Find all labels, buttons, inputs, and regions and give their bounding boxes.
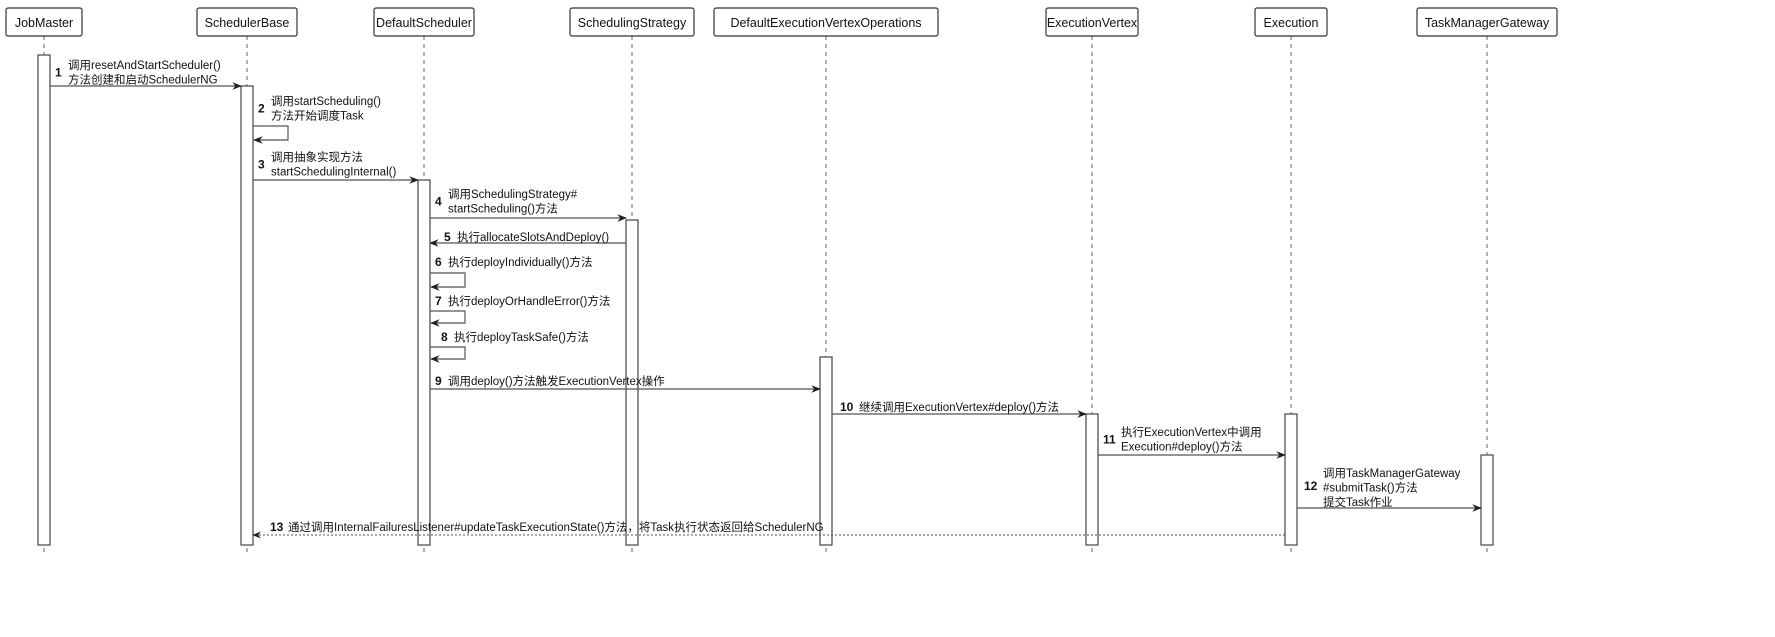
message-number: 10: [840, 400, 854, 414]
message-12: 12 调用TaskManagerGateway#submitTask()方法提交T…: [1297, 467, 1482, 512]
message-5: 5 执行allocateSlotsAndDeploy(): [429, 230, 626, 247]
message-10: 10 继续调用ExecutionVertex#deploy()方法: [832, 400, 1087, 418]
message-label: startScheduling()方法: [448, 202, 558, 216]
message-label: 继续调用ExecutionVertex#deploy()方法: [859, 400, 1059, 414]
message-label: 调用TaskManagerGateway: [1323, 467, 1461, 480]
activation-bar: [1480, 454, 1494, 546]
message-number: 1: [55, 66, 62, 80]
participant-schedulingstrategy: SchedulingStrategy: [569, 7, 695, 37]
message-number: 9: [435, 374, 442, 388]
message-number: 5: [444, 230, 451, 244]
activation-bar: [1284, 413, 1298, 546]
message-number: 13: [270, 520, 284, 534]
activation-bar: [37, 54, 51, 546]
participant-label: SchedulerBase: [205, 16, 290, 30]
message-label: 通过调用InternalFailuresListener#updateTaskE…: [288, 520, 824, 534]
self-call-arrow: [430, 310, 466, 327]
message-8: 8 执行deployTaskSafe()方法: [430, 330, 589, 363]
participant-label: JobMaster: [15, 16, 73, 30]
message-label: 调用resetAndStartScheduler(): [68, 59, 221, 72]
self-call-arrow: [253, 125, 289, 144]
message-label: 执行ExecutionVertex中调用: [1121, 425, 1262, 439]
participant-taskmanagergateway: TaskManagerGateway: [1416, 7, 1558, 37]
participant-label: DefaultExecutionVertexOperations: [730, 16, 921, 30]
participant-defaultexecutionvertexoperations: DefaultExecutionVertexOperations: [713, 7, 939, 37]
activation-bar: [819, 356, 833, 546]
message-number: 2: [258, 102, 265, 116]
message-label: startSchedulingInternal(): [271, 167, 396, 179]
message-label: 执行deployIndividually()方法: [448, 255, 592, 269]
participant-label: TaskManagerGateway: [1425, 16, 1550, 30]
participant-defaultscheduler: DefaultScheduler: [373, 7, 475, 37]
message-1: 1 调用resetAndStartScheduler()方法创建和启动Schedu…: [50, 59, 242, 90]
message-number: 4: [435, 195, 442, 209]
self-call-arrow: [430, 272, 466, 291]
activation-bar: [417, 179, 431, 546]
self-call-arrow: [430, 346, 466, 363]
participant-label: SchedulingStrategy: [578, 16, 687, 30]
message-3: 3 调用抽象实现方法 startSchedulingInternal(): [253, 150, 419, 184]
message-label: 提交Task作业: [1323, 495, 1393, 509]
participant-executionvertex: ExecutionVertex: [1045, 7, 1139, 37]
message-label: 调用SchedulingStrategy#: [448, 188, 578, 201]
message-number: 11: [1103, 433, 1116, 447]
message-13: 13 通过调用InternalFailuresListener#updateTas…: [252, 520, 1285, 539]
message-4: 4 调用SchedulingStrategy#startScheduling()方…: [430, 188, 627, 222]
participant-label: ExecutionVertex: [1047, 16, 1138, 30]
message-label: 执行deployTaskSafe()方法: [454, 330, 589, 344]
message-label: 调用deploy()方法触发ExecutionVertex操作: [448, 374, 665, 388]
activation-bar: [625, 219, 639, 546]
message-9: 9 调用deploy()方法触发ExecutionVertex操作: [430, 374, 821, 393]
message-label: 执行allocateSlotsAndDeploy(): [457, 230, 609, 244]
participant-execution: Execution: [1254, 7, 1328, 37]
message-label: 调用startScheduling(): [271, 95, 381, 108]
message-label: 方法开始调度Task: [271, 109, 364, 123]
message-label: 方法创建和启动SchedulerNG: [68, 73, 218, 87]
message-7: 7 执行deployOrHandleError()方法: [430, 294, 610, 327]
message-number: 6: [435, 255, 442, 269]
message-11: 11 执行ExecutionVertex中调用Execution#deploy()…: [1098, 425, 1286, 459]
participant-label: DefaultScheduler: [376, 16, 472, 30]
participant-label: Execution: [1264, 16, 1319, 30]
message-number: 3: [258, 158, 265, 172]
activation-bar: [240, 85, 254, 546]
message-label: 调用抽象实现方法: [271, 150, 363, 164]
message-6: 6 执行deployIndividually()方法: [430, 255, 592, 291]
message-label: 执行deployOrHandleError()方法: [448, 294, 610, 308]
message-number: 12: [1304, 479, 1318, 493]
message-label: Execution#deploy()方法: [1121, 440, 1242, 454]
participant-jobmaster: JobMaster: [5, 7, 83, 37]
message-2: 2 调用startScheduling()方法开始调度Task: [253, 95, 381, 144]
message-number: 7: [435, 294, 442, 308]
message-label: #submitTask()方法: [1323, 481, 1418, 495]
activation-bar: [1085, 413, 1099, 546]
participant-schedulerbase: SchedulerBase: [196, 7, 298, 37]
message-number: 8: [441, 330, 448, 344]
